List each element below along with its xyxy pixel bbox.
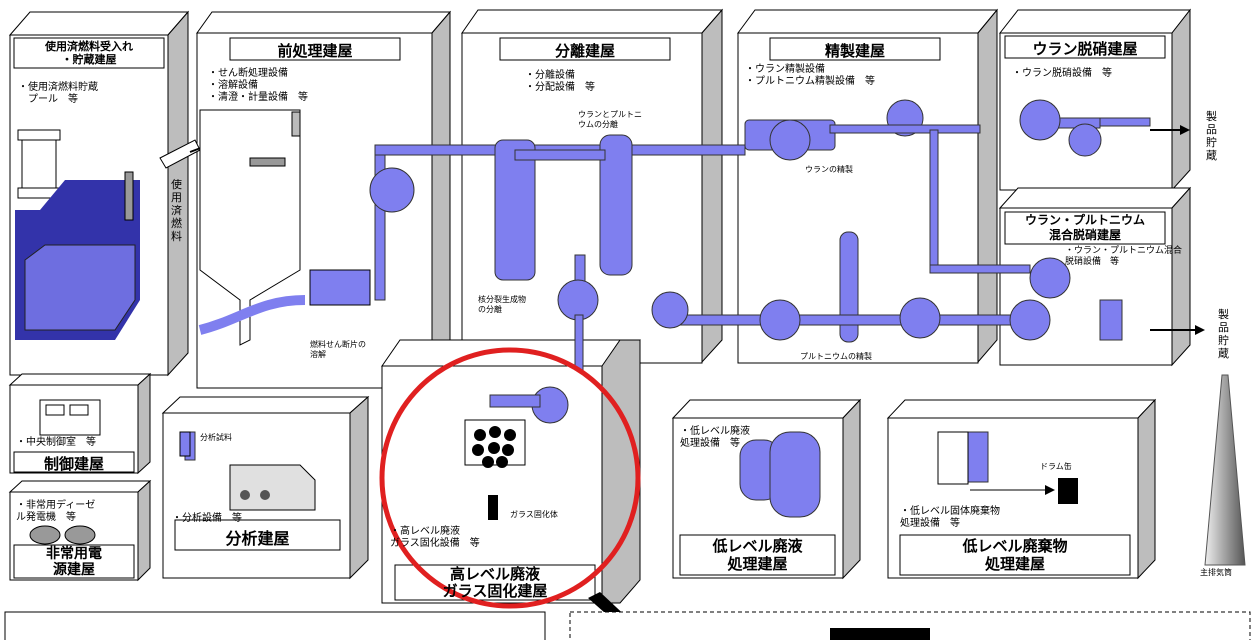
purification-equipment: ・ウラン精製設備 ・プルトニウム精製設備 等	[745, 64, 875, 87]
hlw-equipment: ・高レベル廃液 ガラス固化設備 等	[390, 526, 480, 549]
control-title: 制御建屋	[43, 455, 104, 473]
emergency-title: 非常用電 源建屋	[46, 546, 102, 578]
separation-equipment: ・分離設備 ・分配設備 等	[525, 70, 595, 93]
separation-note-fp: 核分裂生成物 の分離	[478, 295, 526, 314]
headend-title: 前処理建屋	[277, 42, 353, 60]
llw-solid-drum-label: ドラム缶	[1040, 462, 1072, 471]
bottom-panel-left	[4, 611, 546, 640]
u-denitration-equipment: ・ウラン脱硝設備 等	[1012, 68, 1112, 79]
headend-note: 燃料せん断片の 溶解	[310, 340, 366, 359]
hlw-vitrification-art	[464, 419, 526, 520]
control-equipment: ・中央制御室 等	[16, 437, 96, 448]
title-plates	[13, 35, 1166, 601]
analysis-equipment: ・分析設備 等	[172, 513, 242, 524]
emergency-equipment: ・非常用ディーゼ ル発電機 等	[16, 500, 96, 523]
hlw-highlight-circle	[379, 347, 641, 609]
analysis-glovebox-art	[179, 431, 316, 511]
purification-note-u: ウランの精製	[805, 165, 853, 174]
headend-equipment: ・せん断処理設備 ・溶解設備 ・清澄・計量設備 等	[208, 68, 308, 103]
product-storage-label-upu: 製品貯蔵	[1218, 308, 1229, 360]
control-panel-art	[39, 399, 101, 436]
u-denitration-title: ウラン脱硝建屋	[1032, 40, 1138, 58]
analysis-title: 分析建屋	[225, 529, 290, 548]
product-storage-label-u: 製品貯蔵	[1206, 110, 1217, 162]
analysis-sample: 分析試料	[200, 433, 232, 442]
hlw-glass-label: ガラス固化体	[510, 510, 558, 519]
llw-liquid-equipment: ・低レベル廃液 処理設備 等	[680, 426, 750, 449]
stack-label: 主排気筒	[1200, 568, 1232, 577]
upu-denitration-title: ウラン・プルトニウム 混合脱硝建屋	[1024, 213, 1145, 242]
drum-art	[937, 431, 1078, 504]
shear-dissolver-art	[198, 109, 371, 346]
separation-note-up: ウランとプルトニ ウムの分離	[578, 110, 642, 129]
spent-fuel-pool-art	[15, 129, 140, 340]
building-hlw	[381, 339, 641, 604]
bottom-panel-tab	[830, 628, 930, 640]
process-piping	[184, 99, 1151, 518]
upu-denitration-equipment: ・ウラン・プルトニウム混合 脱硝設備 等	[1065, 246, 1183, 267]
hlw-title: 高レベル廃液 ガラス固化建屋	[442, 565, 548, 600]
main-stack	[1204, 374, 1246, 566]
purification-title: 精製建屋	[824, 42, 885, 60]
separation-title: 分離建屋	[554, 42, 615, 60]
diesel-generator-art	[29, 525, 96, 545]
spent-fuel-label: 使用済燃料	[171, 178, 182, 243]
product-arrows	[1150, 129, 1200, 331]
receiving-equipment: ・使用済燃料貯蔵 プール 等	[18, 82, 98, 105]
llw-solid-title: 低レベル廃棄物 処理建屋	[962, 537, 1068, 573]
purification-note-pu: プルトニウムの精製	[800, 352, 872, 361]
llw-solid-equipment: ・低レベル固体廃棄物 処理設備 等	[900, 506, 1000, 529]
receiving-title: 使用済燃料受入れ ・貯蔵建屋	[45, 40, 133, 66]
llw-liquid-title: 低レベル廃液 処理建屋	[712, 537, 803, 573]
